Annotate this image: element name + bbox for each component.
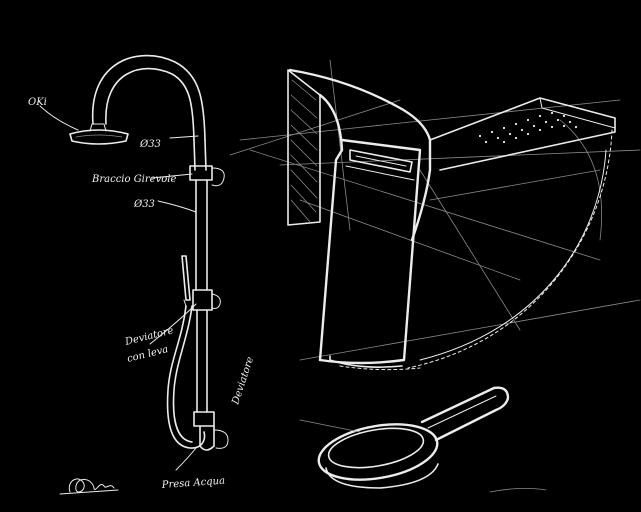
- label-deviatore-leva-2: con leva: [126, 344, 169, 365]
- leader-lines: [39, 105, 199, 471]
- wall-plate: [287, 69, 321, 226]
- label-diameter-top: Ø33: [139, 139, 161, 150]
- label-presa-acqua: Presa Acqua: [160, 476, 225, 491]
- water-inlet: [213, 429, 229, 449]
- lower-diverter: [193, 411, 215, 427]
- hand-shower-perspective: [299, 386, 547, 493]
- annotations: OKi Ø33 Braccio Girevole Ø33 Deviatore c…: [28, 97, 256, 491]
- hand-shower-handle: [420, 386, 510, 442]
- label-oki: OKi: [28, 97, 47, 108]
- label-braccio-girevole: Braccio Girevole: [91, 174, 176, 185]
- wall-fixture-body: [288, 68, 432, 368]
- label-deviatore-leva-1: Deviatore: [123, 325, 175, 348]
- swivel-joint: [189, 165, 213, 181]
- water-outlet-slot: [349, 149, 413, 173]
- water-curtain: [339, 129, 613, 371]
- construction-lines: [229, 59, 641, 361]
- rain-panel: [429, 97, 616, 171]
- rain-nozzles: [478, 111, 578, 144]
- gooseneck-arm-inner: [105, 67, 195, 141]
- hand-shower: [181, 255, 191, 301]
- shower-head-connector: [89, 123, 107, 132]
- label-deviatore: Deviatore: [230, 355, 256, 406]
- hose: [166, 305, 206, 449]
- signature: [59, 478, 119, 495]
- swivel-knob: [211, 167, 225, 187]
- gooseneck-arm-outer: [92, 54, 206, 141]
- label-diameter-mid: Ø33: [133, 199, 155, 210]
- shower-column-drawing: [69, 54, 229, 451]
- diverter-with-lever: [192, 289, 213, 311]
- shower-head-disc: [69, 129, 129, 145]
